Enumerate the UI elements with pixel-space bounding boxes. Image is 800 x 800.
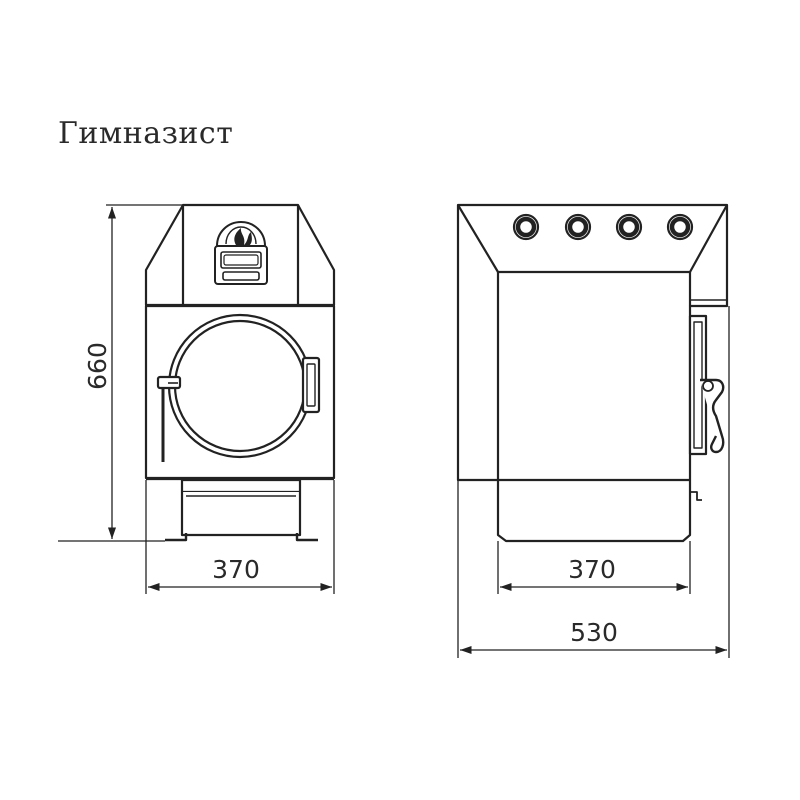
front-ash-box (165, 478, 318, 542)
dimension-width-side: 370 (568, 555, 616, 584)
flame-logo-icon (214, 221, 268, 285)
dimension-width-front: 370 (212, 555, 260, 584)
dimension-depth-side: 530 (570, 618, 618, 647)
side-dimensions (457, 306, 730, 658)
front-body (144, 304, 336, 480)
side-door-handle (688, 314, 725, 456)
dimension-height-front: 660 (83, 342, 112, 390)
side-view (456, 203, 729, 543)
front-dimensions (58, 204, 335, 594)
front-view (144, 203, 336, 542)
drawing-title: Гимназист (58, 116, 234, 151)
front-round-door (156, 313, 321, 462)
side-outline (456, 203, 729, 543)
side-tube-openings (512, 213, 694, 241)
